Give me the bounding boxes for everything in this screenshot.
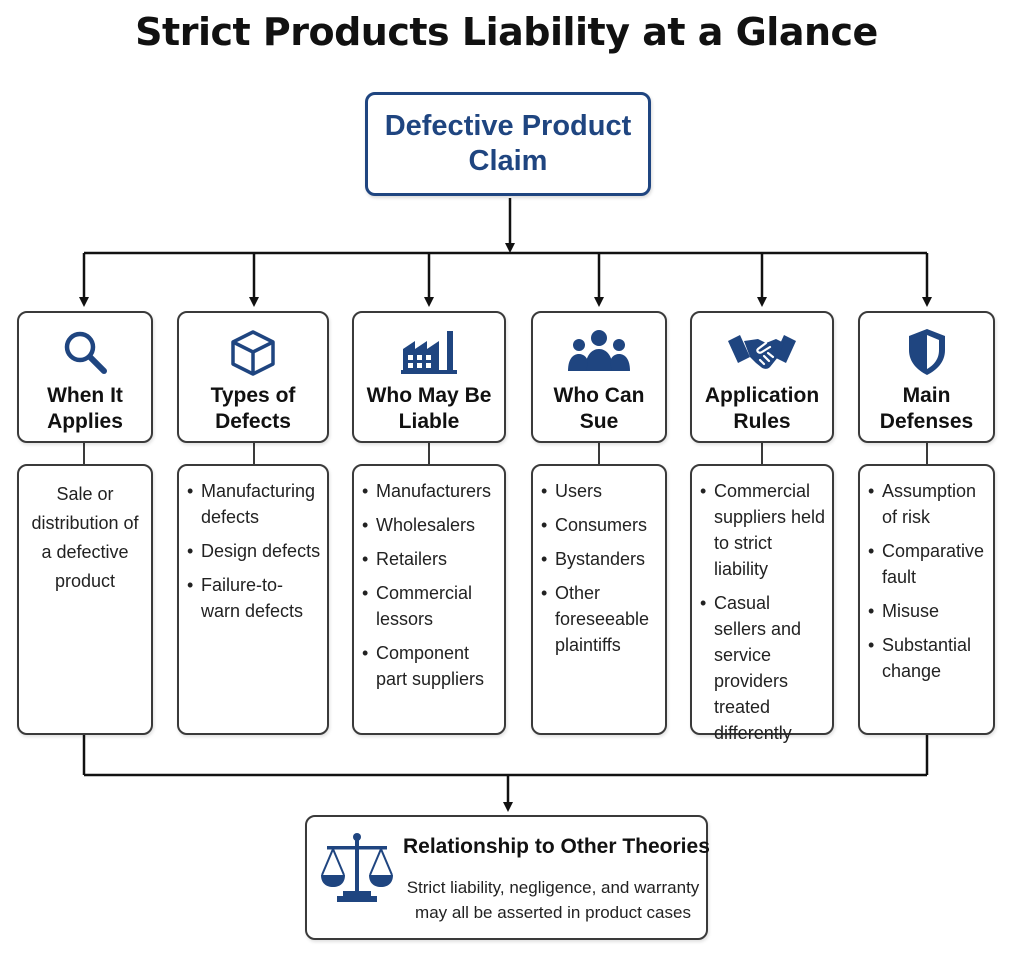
bullet-item: Misuse: [868, 598, 987, 624]
bullet-list: Assumption of risk Comparative fault Mis…: [860, 478, 993, 684]
bullet-item: Manufacturing defects: [187, 478, 321, 530]
column-body-types-of-defects: Manufacturing defects Design defects Fai…: [177, 464, 329, 735]
relationship-text: Strict liability, negligence, and warran…: [406, 878, 700, 922]
cube-icon: [231, 330, 275, 376]
bullet-item: Users: [541, 478, 659, 504]
bullet-item: Bystanders: [541, 546, 659, 572]
relationship-box: Relationship to Other Theories Strict li…: [305, 815, 710, 940]
bullet-item: Manufacturers: [362, 478, 498, 504]
column-heading: Main Defenses: [879, 384, 974, 433]
shield-icon: [908, 329, 945, 375]
column-body-who-may-be-liable: Manufacturers Wholesalers Retailers Comm…: [352, 464, 506, 735]
bullet-item: Substantial change: [868, 632, 987, 684]
relationship-title: Relationship to Other Theories: [403, 835, 710, 858]
column-text: Sale or distribution of a defective prod…: [31, 484, 139, 591]
bullet-list: Commercial suppliers held to strict liab…: [692, 478, 832, 746]
column-header-types-of-defects: Types of Defects: [177, 311, 329, 443]
column-body-when-it-applies: Sale or distribution of a defective prod…: [17, 464, 153, 735]
magnifying-glass-icon: [64, 331, 107, 374]
bullet-list: Manufacturing defects Design defects Fai…: [179, 478, 327, 624]
column-body-main-defenses: Assumption of risk Comparative fault Mis…: [858, 464, 995, 735]
bullet-item: Failure-to-warn defects: [187, 572, 321, 624]
bullet-item: Assumption of risk: [868, 478, 987, 530]
column-heading: Application Rules: [704, 384, 820, 433]
column-body-who-can-sue: Users Consumers Bystanders Other foresee…: [531, 464, 667, 735]
column-header-who-can-sue: Who Can Sue: [531, 311, 667, 443]
bullet-item: Wholesalers: [362, 512, 498, 538]
bullet-item: Other foreseeable plaintiffs: [541, 580, 659, 658]
root-claim-label: Defective Product Claim: [384, 110, 632, 177]
page-title: Strict Products Liability at a Glance: [135, 10, 878, 54]
factory-icon: [401, 331, 457, 374]
bullet-item: Consumers: [541, 512, 659, 538]
column-heading: Who May Be Liable: [366, 384, 492, 433]
column-header-main-defenses: Main Defenses: [858, 311, 995, 443]
column-header-when-it-applies: When It Applies: [17, 311, 153, 443]
bullet-item: Retailers: [362, 546, 498, 572]
root-claim-box: Defective Product Claim: [365, 92, 651, 196]
bullet-item: Commercial lessors: [362, 580, 498, 632]
column-heading: Who Can Sue: [553, 384, 645, 433]
bullet-item: Commercial suppliers held to strict liab…: [700, 478, 826, 582]
scales-of-justice-icon: [321, 833, 393, 902]
bullet-item: Component part suppliers: [362, 640, 498, 692]
bullet-item: Design defects: [187, 538, 321, 564]
bullet-item: Casual sellers and service providers tre…: [700, 590, 826, 746]
bullet-list: Users Consumers Bystanders Other foresee…: [533, 478, 665, 658]
column-heading: Types of Defects: [210, 384, 296, 433]
column-header-application-rules: Application Rules: [690, 311, 834, 443]
column-heading: When It Applies: [47, 384, 123, 433]
column-header-who-may-be-liable: Who May Be Liable: [352, 311, 506, 443]
bullet-list: Manufacturers Wholesalers Retailers Comm…: [354, 478, 504, 692]
column-body-application-rules: Commercial suppliers held to strict liab…: [690, 464, 834, 743]
bullet-item: Comparative fault: [868, 538, 987, 590]
people-group-icon: [568, 330, 630, 371]
handshake-icon: [728, 335, 796, 369]
